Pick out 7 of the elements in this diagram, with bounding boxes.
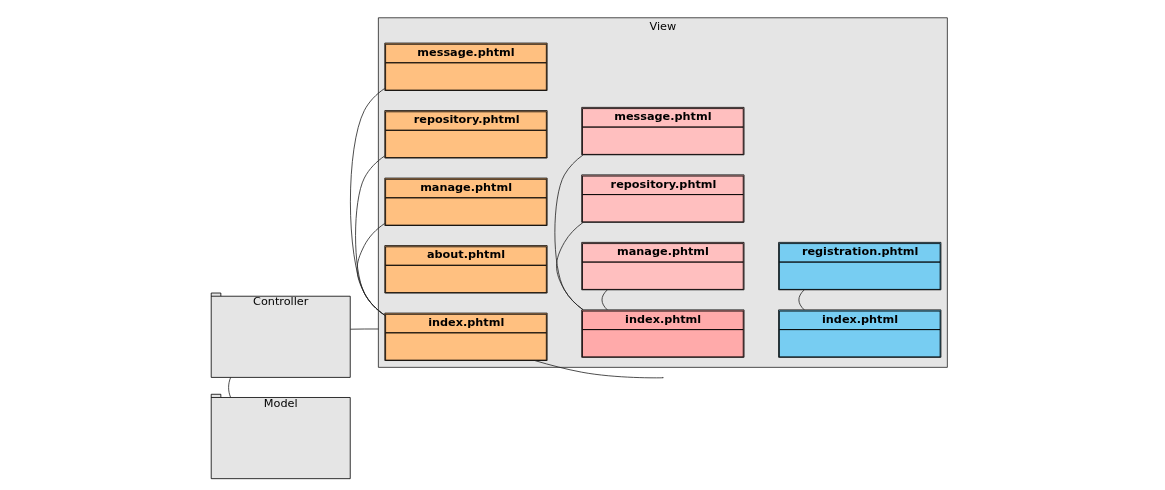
- connector: [554, 154, 584, 311]
- connector: [228, 377, 231, 398]
- connector: [601, 289, 608, 311]
- connector: [534, 360, 663, 379]
- connector: [350, 328, 379, 330]
- connector: [798, 289, 805, 311]
- connector: [350, 88, 385, 316]
